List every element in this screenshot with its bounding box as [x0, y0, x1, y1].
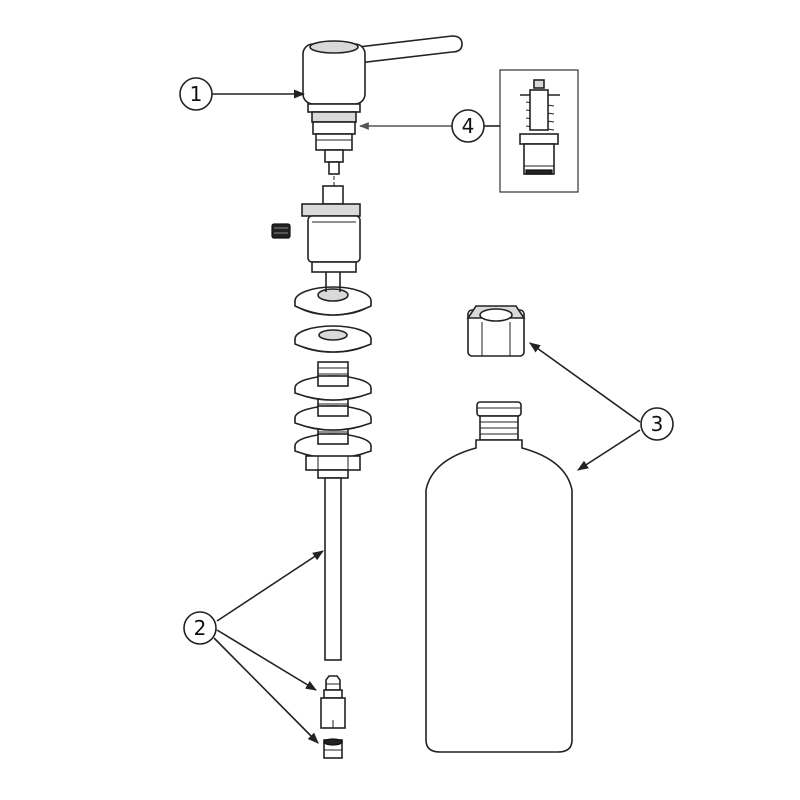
end-sleeve	[323, 738, 343, 759]
callout-3-label: 3	[651, 412, 664, 436]
callout-2: 2	[183, 611, 217, 645]
washer-bottom	[294, 433, 372, 459]
pump-body	[301, 185, 361, 273]
tube-connector	[320, 675, 346, 729]
detail-inset	[499, 69, 579, 193]
callout-4-label: 4	[462, 114, 475, 138]
washer-middle-2	[294, 405, 372, 431]
washer-top	[294, 325, 372, 353]
bottle	[425, 401, 573, 753]
callout-1-label: 1	[190, 82, 203, 106]
pump-head	[302, 35, 463, 186]
set-screw	[271, 223, 291, 239]
callout-2-label: 2	[194, 616, 207, 640]
callout-4: 4	[451, 109, 485, 143]
callout-3: 3	[640, 407, 674, 441]
bottle-cap	[466, 305, 526, 357]
suction-tube	[324, 477, 342, 661]
hex-nut	[305, 455, 361, 479]
callout-1: 1	[179, 77, 213, 111]
leader-lines	[212, 89, 641, 744]
washer-middle-1	[294, 375, 372, 401]
flange	[294, 272, 372, 316]
